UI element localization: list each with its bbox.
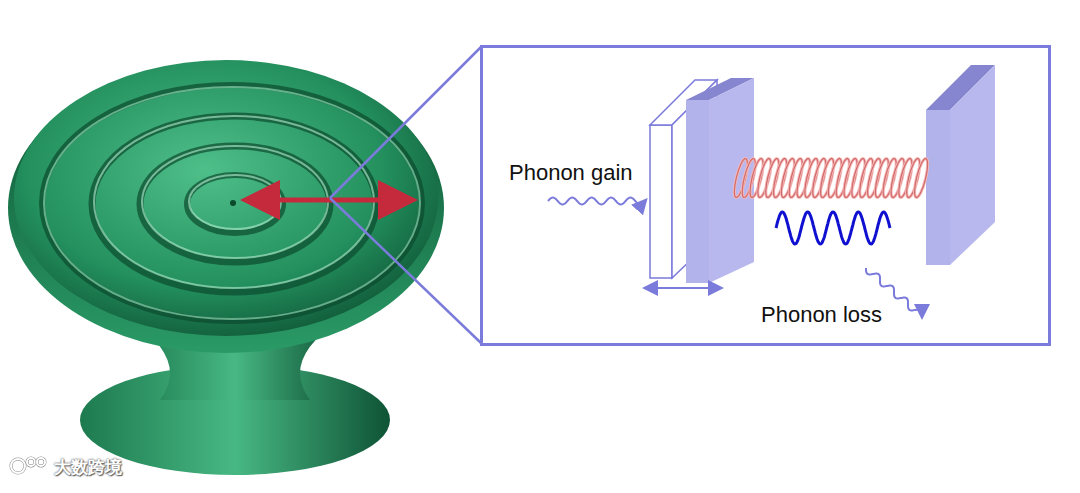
inset-label: Phonon gain xyxy=(509,161,633,185)
zoom-line xyxy=(330,47,481,198)
phonon-wave xyxy=(776,212,890,244)
zoom-inset-box: Phonon gainPhonon loss xyxy=(480,45,1051,346)
moved-mirror-outline xyxy=(650,125,672,278)
zoom-line xyxy=(330,198,481,343)
watermark: 大数跨境 xyxy=(54,456,122,479)
spring-coil xyxy=(912,158,930,199)
radial-arrow xyxy=(250,198,408,203)
displacement-arrow xyxy=(646,287,720,289)
spring-coil xyxy=(912,158,930,199)
gain-arrow xyxy=(548,198,645,205)
inset-label: Phonon loss xyxy=(761,303,882,327)
watermark-icon xyxy=(11,458,45,473)
cap xyxy=(14,60,438,336)
spring xyxy=(732,158,931,199)
